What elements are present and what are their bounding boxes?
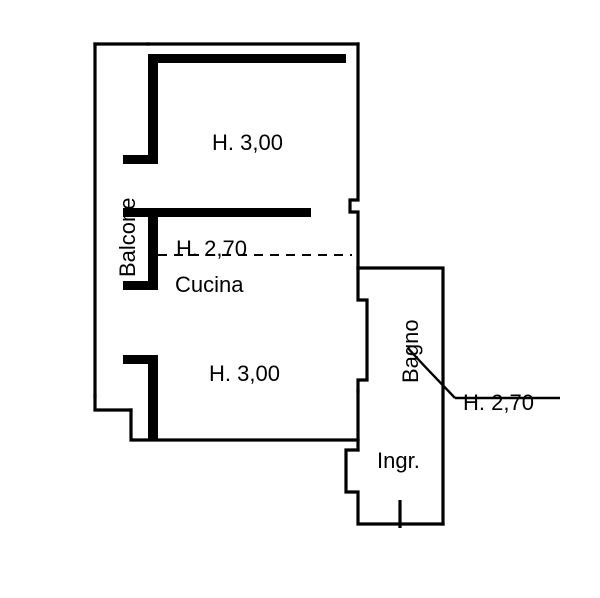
partition-kitchen-top — [148, 208, 311, 217]
interior-partition-group — [123, 54, 346, 440]
partition-lower-room-left — [148, 355, 158, 440]
bathroom-left-wall — [356, 266, 369, 393]
partition-balcony-top-room — [148, 54, 158, 164]
floor-plan-label-h-270-middle: H. 2,70 — [176, 236, 247, 261]
top-room-inner-ceiling-wall — [148, 54, 346, 63]
lower-room-bottom-wall — [129, 408, 360, 442]
floor-plan-label-h-300-top: H. 3,00 — [212, 130, 283, 155]
partition-kitchen-stub-upper — [123, 208, 158, 217]
floor-plan-label-h-270-right: H. 2,70 — [463, 390, 534, 415]
floor-plan-label-balcone: Balcone — [115, 197, 140, 277]
balcony-bottom-notch — [93, 394, 133, 412]
partition-kitchen-stub-lower — [123, 281, 158, 290]
bathroom-right-outer-wall — [356, 266, 445, 526]
entrance-bottom-outline — [344, 448, 445, 526]
top-room-right-wall — [348, 42, 360, 270]
floor-plan-label-h-300-bottom: H. 3,00 — [209, 361, 280, 386]
height-label-leader-curve — [407, 347, 456, 399]
floor-plan-label-bagno: Bagno — [398, 319, 423, 383]
floor-plan-label-cucina: Cucina — [175, 272, 244, 297]
floor-plan-label-ingresso: Ingr. — [377, 448, 420, 473]
partition-lower-room-stub — [123, 355, 158, 364]
partition-balcony-stub-upper — [123, 155, 158, 164]
partition-kitchen-left — [148, 208, 158, 290]
wall-outline-group — [93, 42, 445, 526]
